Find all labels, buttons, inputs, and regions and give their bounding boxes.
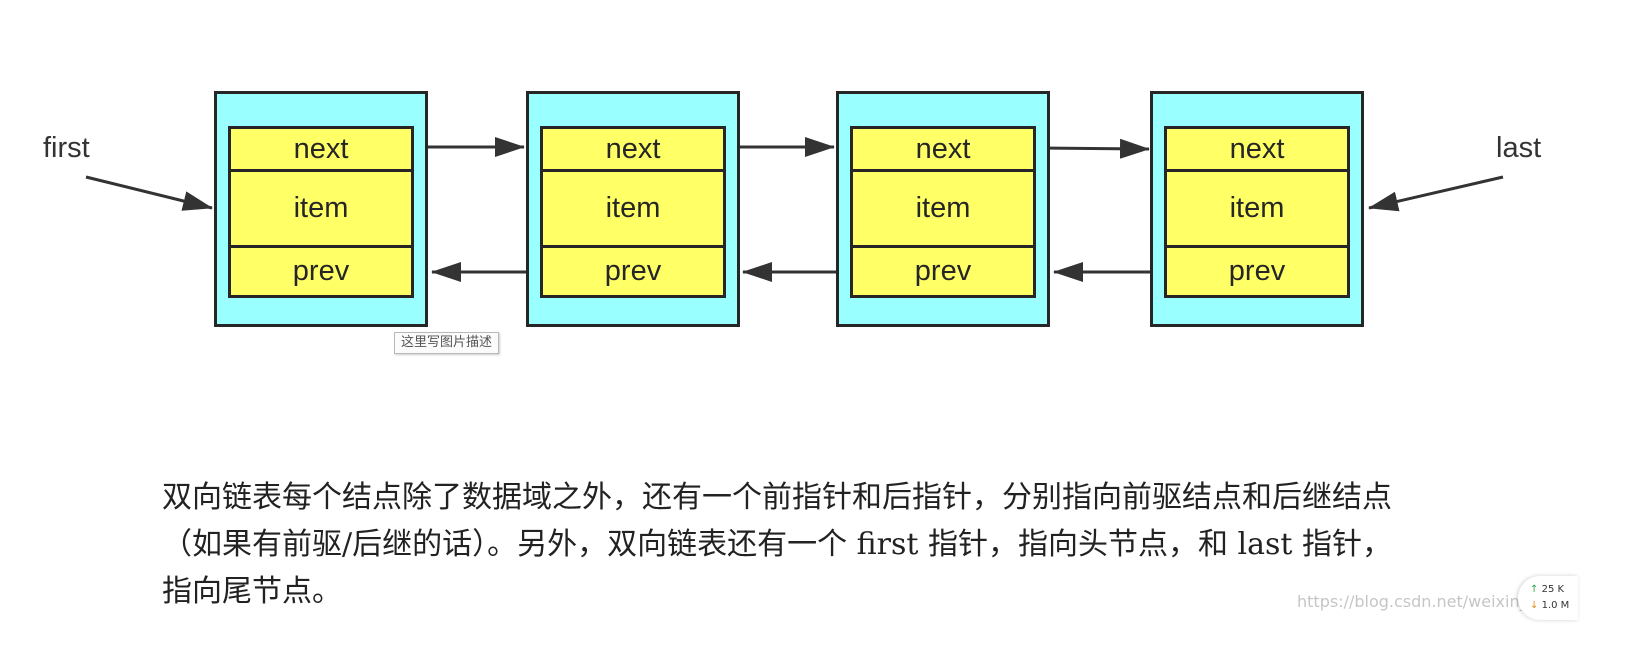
watermark-text: https://blog.csdn.net/weixin_4363 [1297,592,1569,611]
node-item-field: item [228,169,414,248]
node-item-field: item [1164,169,1350,248]
node-prev-field: prev [540,245,726,298]
list-node-1: next item prev [214,91,428,327]
list-node-4: next item prev [1150,91,1364,327]
upload-value: 25 [1541,584,1555,595]
download-speed: ↓ 1.0 M [1530,600,1569,611]
image-caption-tooltip: 这里写图片描述 [394,332,500,354]
first-pointer-arrow [85,175,213,211]
node-next-field: next [228,126,414,172]
node-item-field: item [850,169,1036,248]
node-prev-field: prev [1164,245,1350,298]
list-node-2: next item prev [526,91,740,327]
download-value: 1.0 [1541,600,1558,611]
upload-speed: ↑ 25 K [1530,584,1564,595]
down-arrow-icon: ↓ [1530,600,1539,611]
description-paragraph: 双向链表每个结点除了数据域之外，还有一个前指针和后指针，分别指向前驱结点和后继结… [162,480,1392,609]
node-item-field: item [540,169,726,248]
upload-unit: K [1557,584,1565,595]
node-prev-field: prev [228,245,414,298]
node-next-field: next [850,126,1036,172]
up-arrow-icon: ↑ [1530,584,1539,595]
last-pointer-label: last [1496,132,1542,164]
network-speed-widget[interactable]: ↑ 25 K ↓ 1.0 M [1518,576,1578,620]
next-arrow-3 [1038,138,1150,159]
last-pointer-arrow [1368,175,1504,212]
download-unit: M [1560,600,1570,611]
node-prev-field: prev [850,245,1036,298]
node-next-field: next [1164,126,1350,172]
list-node-3: next item prev [836,91,1050,327]
node-next-field: next [540,126,726,172]
first-pointer-label: first [43,132,90,164]
